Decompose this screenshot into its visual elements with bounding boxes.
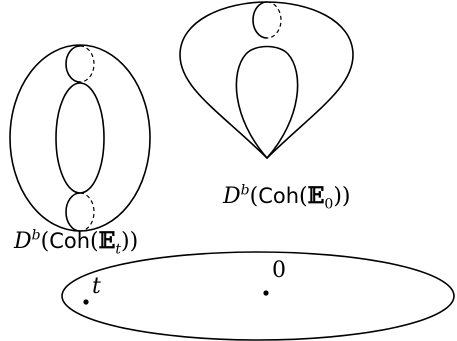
smooth-torus (9, 44, 151, 232)
nodal-b: b (240, 182, 250, 199)
point-t-dot (83, 299, 89, 305)
smooth-fiber-label: Db(Coh(𝔼t)) (14, 227, 139, 258)
torus-inner-ellipse (55, 82, 105, 194)
smooth-D: D (14, 229, 32, 254)
smooth-E: 𝔼 (98, 228, 116, 254)
point-0-dot (263, 290, 269, 296)
smooth-b: b (31, 227, 41, 244)
base-ellipse (61, 251, 455, 341)
nodal-outer-curve (179, 1, 354, 160)
nodal-D: D (223, 184, 241, 209)
torus-outer-ellipse (9, 44, 151, 232)
torus-top-cycle-dashed (79, 45, 95, 83)
smooth-sub: t (115, 241, 122, 258)
nodal-inner-loop (235, 45, 299, 160)
nodal-torus (179, 1, 354, 160)
torus-bottom-cycle-solid (65, 192, 81, 232)
nodal-fiber-label: Db(Coh(𝔼0)) (223, 182, 351, 213)
point-t-label: t (92, 274, 101, 299)
torus-bottom-cycle-dashed (79, 192, 95, 232)
torus-top-cycle-solid (65, 45, 81, 83)
nodal-cycle-dashed (266, 1, 282, 39)
nodal-E: 𝔼 (307, 183, 325, 209)
nodal-cycle-solid (252, 1, 268, 39)
nodal-sub: 0 (324, 196, 334, 213)
nodal-coh: Coh (258, 184, 300, 208)
smooth-coh: Coh (49, 229, 91, 253)
point-0-label: 0 (272, 258, 286, 283)
base-disc (61, 251, 455, 341)
